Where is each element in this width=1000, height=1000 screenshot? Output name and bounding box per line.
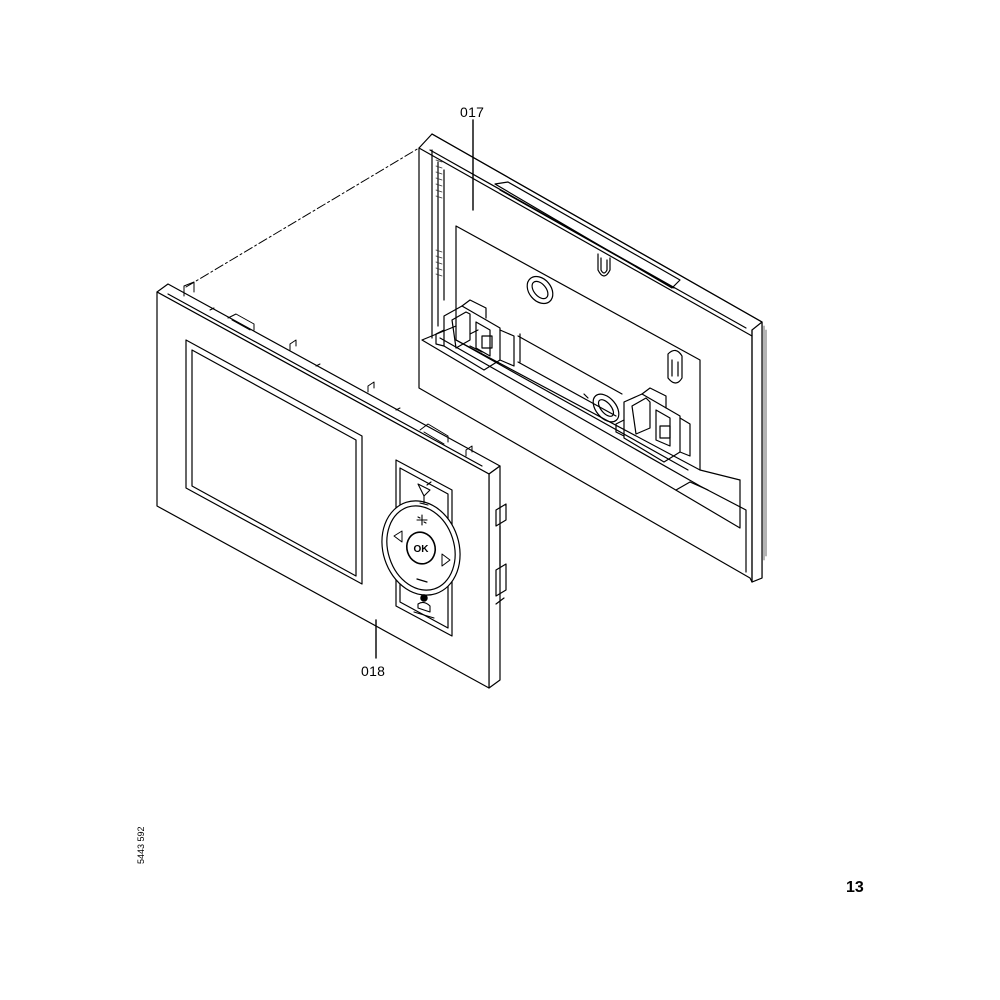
display-screen [185, 339, 363, 585]
cocktail-glass-icon[interactable] [417, 481, 432, 506]
wall-base-017 [418, 133, 767, 583]
minus-icon[interactable] [416, 578, 428, 583]
alignment-line [185, 147, 420, 288]
callout-label-018: 018 [361, 663, 386, 679]
triangle-right-icon[interactable] [441, 553, 451, 567]
mounting-slot-lower [592, 393, 620, 423]
terminal-block-left [435, 299, 515, 371]
ok-button[interactable]: OK [403, 528, 440, 567]
mounting-slot-upper [526, 275, 554, 305]
person-at-desk-icon[interactable] [413, 594, 435, 619]
drawing-reference-number: 5443 592 [136, 826, 146, 864]
ok-button-label: OK [414, 544, 430, 555]
wall-base-right-edge [751, 321, 763, 583]
page-number: 13 [846, 879, 864, 896]
control-unit-018: OK [156, 281, 507, 689]
callout-label-017: 017 [460, 104, 485, 120]
mounting-slot-right [667, 349, 683, 384]
wall-base-left-ribs [435, 159, 443, 277]
control-unit-right-face [488, 465, 501, 689]
mounting-slot-top-right [597, 253, 611, 277]
plus-icon[interactable] [416, 514, 428, 526]
side-connector [495, 503, 507, 605]
wall-base-rib-texture [763, 325, 767, 561]
triangle-left-icon[interactable] [393, 530, 403, 543]
terminal-block-right [615, 387, 691, 463]
top-edge-clips [183, 281, 473, 457]
